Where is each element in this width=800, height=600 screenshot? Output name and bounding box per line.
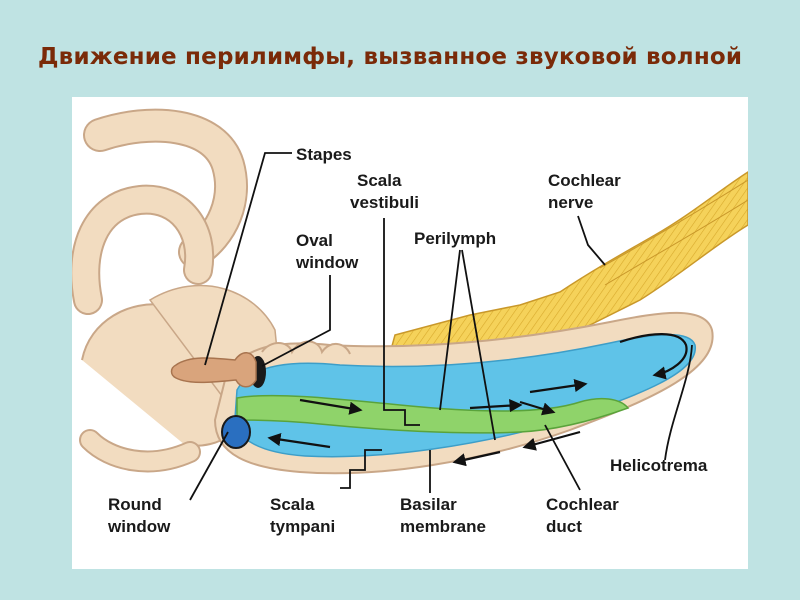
flow-arrows [267,333,688,467]
arrow-tympani-3 [267,433,331,449]
leader-scala-tympani [340,449,382,489]
label-round-window-line1: Round [108,495,162,514]
stapes-bone [170,352,257,388]
arrow-vestibuli-3 [529,378,588,394]
leader-lines [189,152,693,501]
arrow-tympani-2 [452,450,501,467]
label-cochlear-nerve-line1: Cochlear [548,171,621,190]
label-scala-vestibuli-line1: Scala [357,171,402,190]
label-cochlear-duct-line1: Cochlear [546,495,619,514]
leader-cochlear-duct [544,424,581,491]
slide-title: Движение перилимфы, вызванное звуковой в… [38,44,743,70]
label-oval-window-line1: Oval [296,231,333,250]
leader-cochlear-nerve [577,215,606,266]
arrow-duct [519,400,556,416]
leader-perilymph-1 [439,249,461,411]
label-cochlear-nerve-line2: nerve [548,193,593,212]
leader-oval-window [261,275,331,367]
leader-helicotrema [664,344,693,461]
label-basilar-membrane-line2: membrane [400,517,486,536]
leader-scala-vestibuli [383,218,420,426]
diagram-labels: Stapes Scala vestibuli Cochlear nerve Ov… [107,145,708,536]
leader-round-window [189,431,229,501]
cochlear-nerve [378,171,748,391]
label-helicotrema: Helicotrema [610,456,708,475]
label-basilar-membrane-line1: Basilar [400,495,457,514]
label-scala-tympani-line2: tympani [270,517,335,536]
label-scala-vestibuli-line2: vestibuli [350,193,419,212]
label-oval-window-line2: window [295,253,359,272]
arrow-helicotrema [619,333,688,380]
semicircular-canals [72,108,281,473]
cochlea-diagram: Stapes Scala vestibuli Cochlear nerve Ov… [72,108,748,536]
round-window [221,415,251,449]
label-perilymph: Perilymph [414,229,496,248]
leader-stapes [204,152,292,366]
label-stapes: Stapes [296,145,352,164]
arrow-vestibuli-2 [469,399,523,413]
arrow-vestibuli-1 [299,398,363,415]
leader-perilymph-2 [461,249,496,441]
label-cochlear-duct-line2: duct [546,517,582,536]
label-round-window-line2: window [107,517,171,536]
figure-panel: Stapes Scala vestibuli Cochlear nerve Ov… [72,97,748,569]
label-scala-tympani-line1: Scala [270,495,315,514]
